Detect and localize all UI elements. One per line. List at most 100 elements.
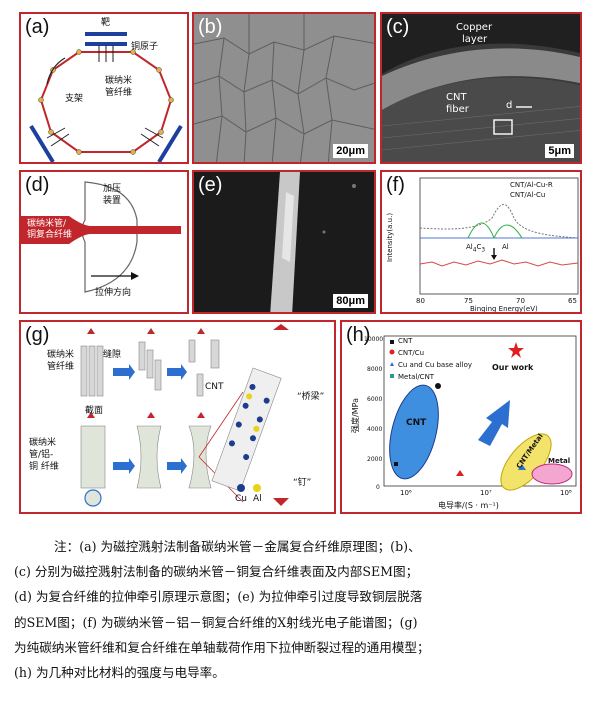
panel-c-label: (c)	[386, 16, 410, 38]
panel-e: (e) 80μm	[192, 170, 376, 314]
pure-fiber-label-2: 管纤维	[47, 362, 75, 372]
cnt-region-label: CNT	[406, 418, 427, 428]
panel-b-label: (b)	[198, 16, 223, 38]
legend-cnt-al-cu: CNT/Al-Cu	[510, 191, 546, 199]
al4c3-label: Al4C3	[466, 243, 486, 254]
stage-arrows	[113, 364, 187, 474]
cross-section-icon	[84, 489, 102, 507]
al-peak	[493, 224, 523, 239]
x-tick-70: 70	[516, 297, 525, 305]
al-peak-label: Al	[502, 243, 509, 251]
trend-arrow	[478, 400, 510, 446]
y-tick-4000: 4000	[367, 426, 383, 433]
cnt-fiber-label-1: 碳纳米	[105, 76, 133, 86]
fiber-label-1: 碳纳米管/	[27, 219, 67, 229]
fiber-label-2: 铜复合纤维	[27, 230, 73, 240]
our-work-point	[508, 342, 524, 358]
cnt-fiber-label-c2: fiber	[446, 104, 469, 115]
composite-fiber-stage-2	[136, 425, 162, 489]
press-label-2: 装置	[103, 196, 122, 206]
caption-line-5: 为纯碳纳米管纤维和复合纤维在单轴载荷作用下拉伸断裂过程的通用模型；	[14, 639, 430, 655]
y-tick-8000: 8000	[367, 366, 383, 373]
metal-region	[531, 463, 573, 485]
composite-label-2: 管/铝-	[29, 450, 54, 460]
y-tick-10000: 10000	[364, 336, 384, 343]
composite-fiber	[21, 216, 181, 244]
scale-bar-e: 80μm	[333, 294, 368, 308]
legend-metal-cnt: Metal/CNT	[398, 373, 435, 381]
caption-line-1: 注：(a) 为磁控溅射法制备碳纳米管－金属复合纤维原理图；(b)、	[54, 539, 421, 554]
legend-cnt-cu: CNT/Cu	[398, 349, 425, 357]
panel-c: (c) Copper layer CNT fiber d 5μm	[380, 12, 582, 164]
panel-a-label: (a)	[25, 16, 50, 38]
stretch-label: 拉伸方向	[95, 288, 132, 298]
caption-line-4: 的SEM图；(f) 为碳纳米管－铝－铜复合纤维的X射线光电子能谱图；(g)	[14, 614, 418, 630]
cu-label: Cu	[235, 494, 247, 504]
composite-fiber-stage-1	[80, 425, 106, 489]
gap-label: 缝隙	[103, 350, 122, 360]
cnt-label: CNT	[205, 382, 224, 392]
panel-a: (a) 靶 铜原子 支架 碳纳米 管纤维	[19, 12, 189, 164]
composite-label-1: 碳纳米	[29, 438, 57, 448]
copper-layer-label-2: layer	[462, 34, 488, 45]
panel-g-label: (g)	[25, 324, 50, 346]
panel-b: (b) 20μm	[192, 12, 376, 164]
panel-e-label: (e)	[198, 174, 223, 196]
pure-fiber-label-1: 碳纳米	[47, 350, 75, 360]
y-axis-label-h: 强度/MPa	[350, 398, 360, 433]
x-tick-1e7: 10⁷	[480, 489, 492, 497]
x-axis-label-h: 电导率/(S · m⁻¹)	[438, 501, 499, 510]
x-tick-80: 80	[416, 297, 425, 305]
al-legend-dot	[253, 484, 261, 492]
sputtering-schematic	[29, 32, 183, 162]
our-work-label: Our work	[492, 363, 534, 372]
target-top	[85, 32, 127, 46]
y-tick-2000: 2000	[367, 456, 383, 463]
legend-cnt: CNT	[398, 337, 413, 345]
scale-bar-b: 20μm	[333, 144, 368, 158]
y-tick-0: 0	[376, 484, 380, 491]
composite-fiber-stage-3	[188, 425, 212, 489]
x-tick-1e6: 10⁶	[400, 489, 412, 497]
copper-layer-label-1: Copper	[456, 22, 493, 33]
x-tick-1e8: 10⁸	[560, 489, 572, 497]
zoom-tube	[211, 367, 282, 492]
x-tick-65: 65	[568, 297, 577, 305]
pure-fiber-stage-2	[138, 341, 162, 391]
bridge-label: “桥梁”	[297, 392, 325, 402]
composite-label-3: 铜 纤维	[29, 462, 59, 472]
caption-line-6: (h) 为几种对比材料的强度与电导率。	[14, 665, 225, 681]
atom-arrows	[46, 45, 164, 147]
panel-g: (g) 碳纳米 管纤维 缝隙 截面 CNT 碳纳米 管/铝- 铜 纤维 “桥梁”…	[19, 320, 336, 514]
target-label: 靶	[101, 18, 111, 28]
target-bottom-right	[157, 124, 183, 162]
strength-conductivity-chart	[383, 335, 577, 491]
support-label: 支架	[65, 94, 84, 104]
section-label: 截面	[85, 406, 104, 416]
cnt-fiber-label-2: 管纤维	[105, 88, 133, 98]
cu-legend-dot	[237, 484, 245, 492]
panel-f: (f) CNT/Al-Cu-R CNT/Al-Cu Al4C3 Al Inten…	[380, 170, 582, 314]
pure-fiber-stage-3	[188, 339, 220, 397]
figure-caption: 注：(a) 为磁控溅射法制备碳纳米管－金属复合纤维原理图；(b)、 (c) 分别…	[14, 534, 604, 685]
pure-fiber-stage-1	[80, 345, 104, 397]
support-frame	[39, 51, 173, 153]
cnt-fiber-label-c1: CNT	[446, 92, 467, 103]
y-axis-label: Intensity(a.u.)	[386, 212, 395, 263]
y-tick-6000: 6000	[367, 396, 383, 403]
cnt-region	[389, 384, 439, 480]
caption-line-3: (d) 为复合纤维的拉伸牵引原理示意图；(e) 为拉伸牵引过度导致铜层脱落	[14, 589, 423, 605]
copper-atom-label: 铜原子	[131, 42, 159, 52]
xps-spectrum	[419, 177, 579, 295]
metal-region-label: Metal	[548, 457, 571, 465]
al4c3-peak	[467, 222, 495, 239]
press-label-1: 加压	[103, 184, 122, 194]
panel-d-label: (d)	[25, 174, 50, 196]
panel-f-label: (f)	[386, 174, 405, 196]
legend-cnt-al-cu-r: CNT/Al-Cu-R	[510, 181, 553, 189]
panel-h: (h) CNT CNT/Cu Cu and Cu base alloy Meta…	[340, 320, 582, 514]
fracture-model-schematic	[80, 324, 289, 507]
nail-label: “钉”	[293, 478, 312, 488]
series-cnt-al-cu	[419, 259, 579, 267]
sem-cross-section-image	[382, 14, 580, 162]
